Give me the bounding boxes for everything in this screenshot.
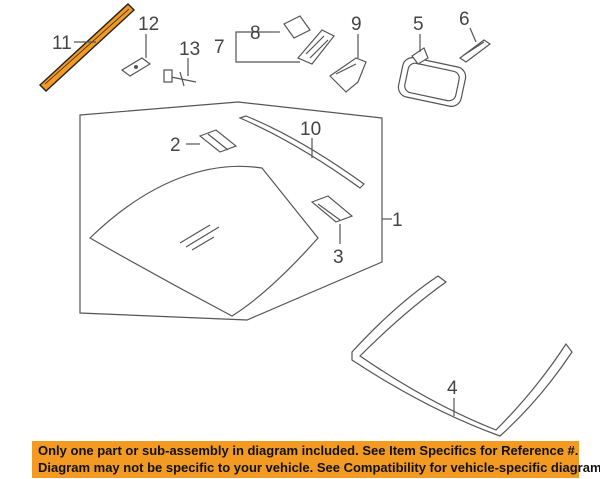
- part-13-fastener[interactable]: [163, 69, 197, 87]
- notice-banner: Only one part or sub-assembly in diagram…: [32, 441, 600, 478]
- part-9-cover[interactable]: [329, 57, 367, 93]
- part-3-bracket[interactable]: [310, 195, 354, 223]
- callout-3: 3: [333, 247, 344, 268]
- parts-diagram: 11 12 13 7 8 9 5 6: [38, 3, 573, 437]
- part-2-mount[interactable]: [198, 129, 238, 153]
- notice-line-1: Only one part or sub-assembly in diagram…: [38, 443, 579, 458]
- callout-8: 8: [250, 23, 261, 44]
- part-1-windshield-glass[interactable]: [89, 165, 319, 317]
- part-4-windshield-seal[interactable]: [351, 275, 573, 437]
- callout-5: 5: [413, 14, 424, 35]
- callout-2: 2: [170, 135, 181, 156]
- callout-13: 13: [179, 39, 200, 60]
- notice-line-2: Diagram may not be specific to your vehi…: [38, 459, 600, 475]
- callout-7: 7: [214, 37, 225, 58]
- callout-12: 12: [138, 14, 159, 35]
- callout-4: 4: [447, 378, 458, 399]
- callout-7-leader-top: [235, 31, 266, 46]
- part-5-rearview-mirror[interactable]: [397, 47, 468, 108]
- part-8-sensor-pad[interactable]: [283, 15, 311, 39]
- callout-10: 10: [300, 119, 321, 140]
- part-12-clip[interactable]: [120, 57, 152, 77]
- assembly-1-box: [79, 101, 383, 321]
- callout-7-leader: [235, 46, 300, 63]
- part-7-rain-sensor[interactable]: [297, 29, 335, 65]
- callout-11: 11: [52, 33, 72, 54]
- callout-9: 9: [351, 14, 362, 35]
- part-6-mirror-bracket[interactable]: [458, 39, 492, 63]
- part-11-moulding-strip[interactable]: [38, 3, 136, 92]
- part-10-upper-moulding[interactable]: [238, 115, 365, 189]
- callout-6: 6: [459, 9, 470, 30]
- callout-6-leader: [469, 27, 477, 43]
- callout-1: 1: [392, 210, 403, 231]
